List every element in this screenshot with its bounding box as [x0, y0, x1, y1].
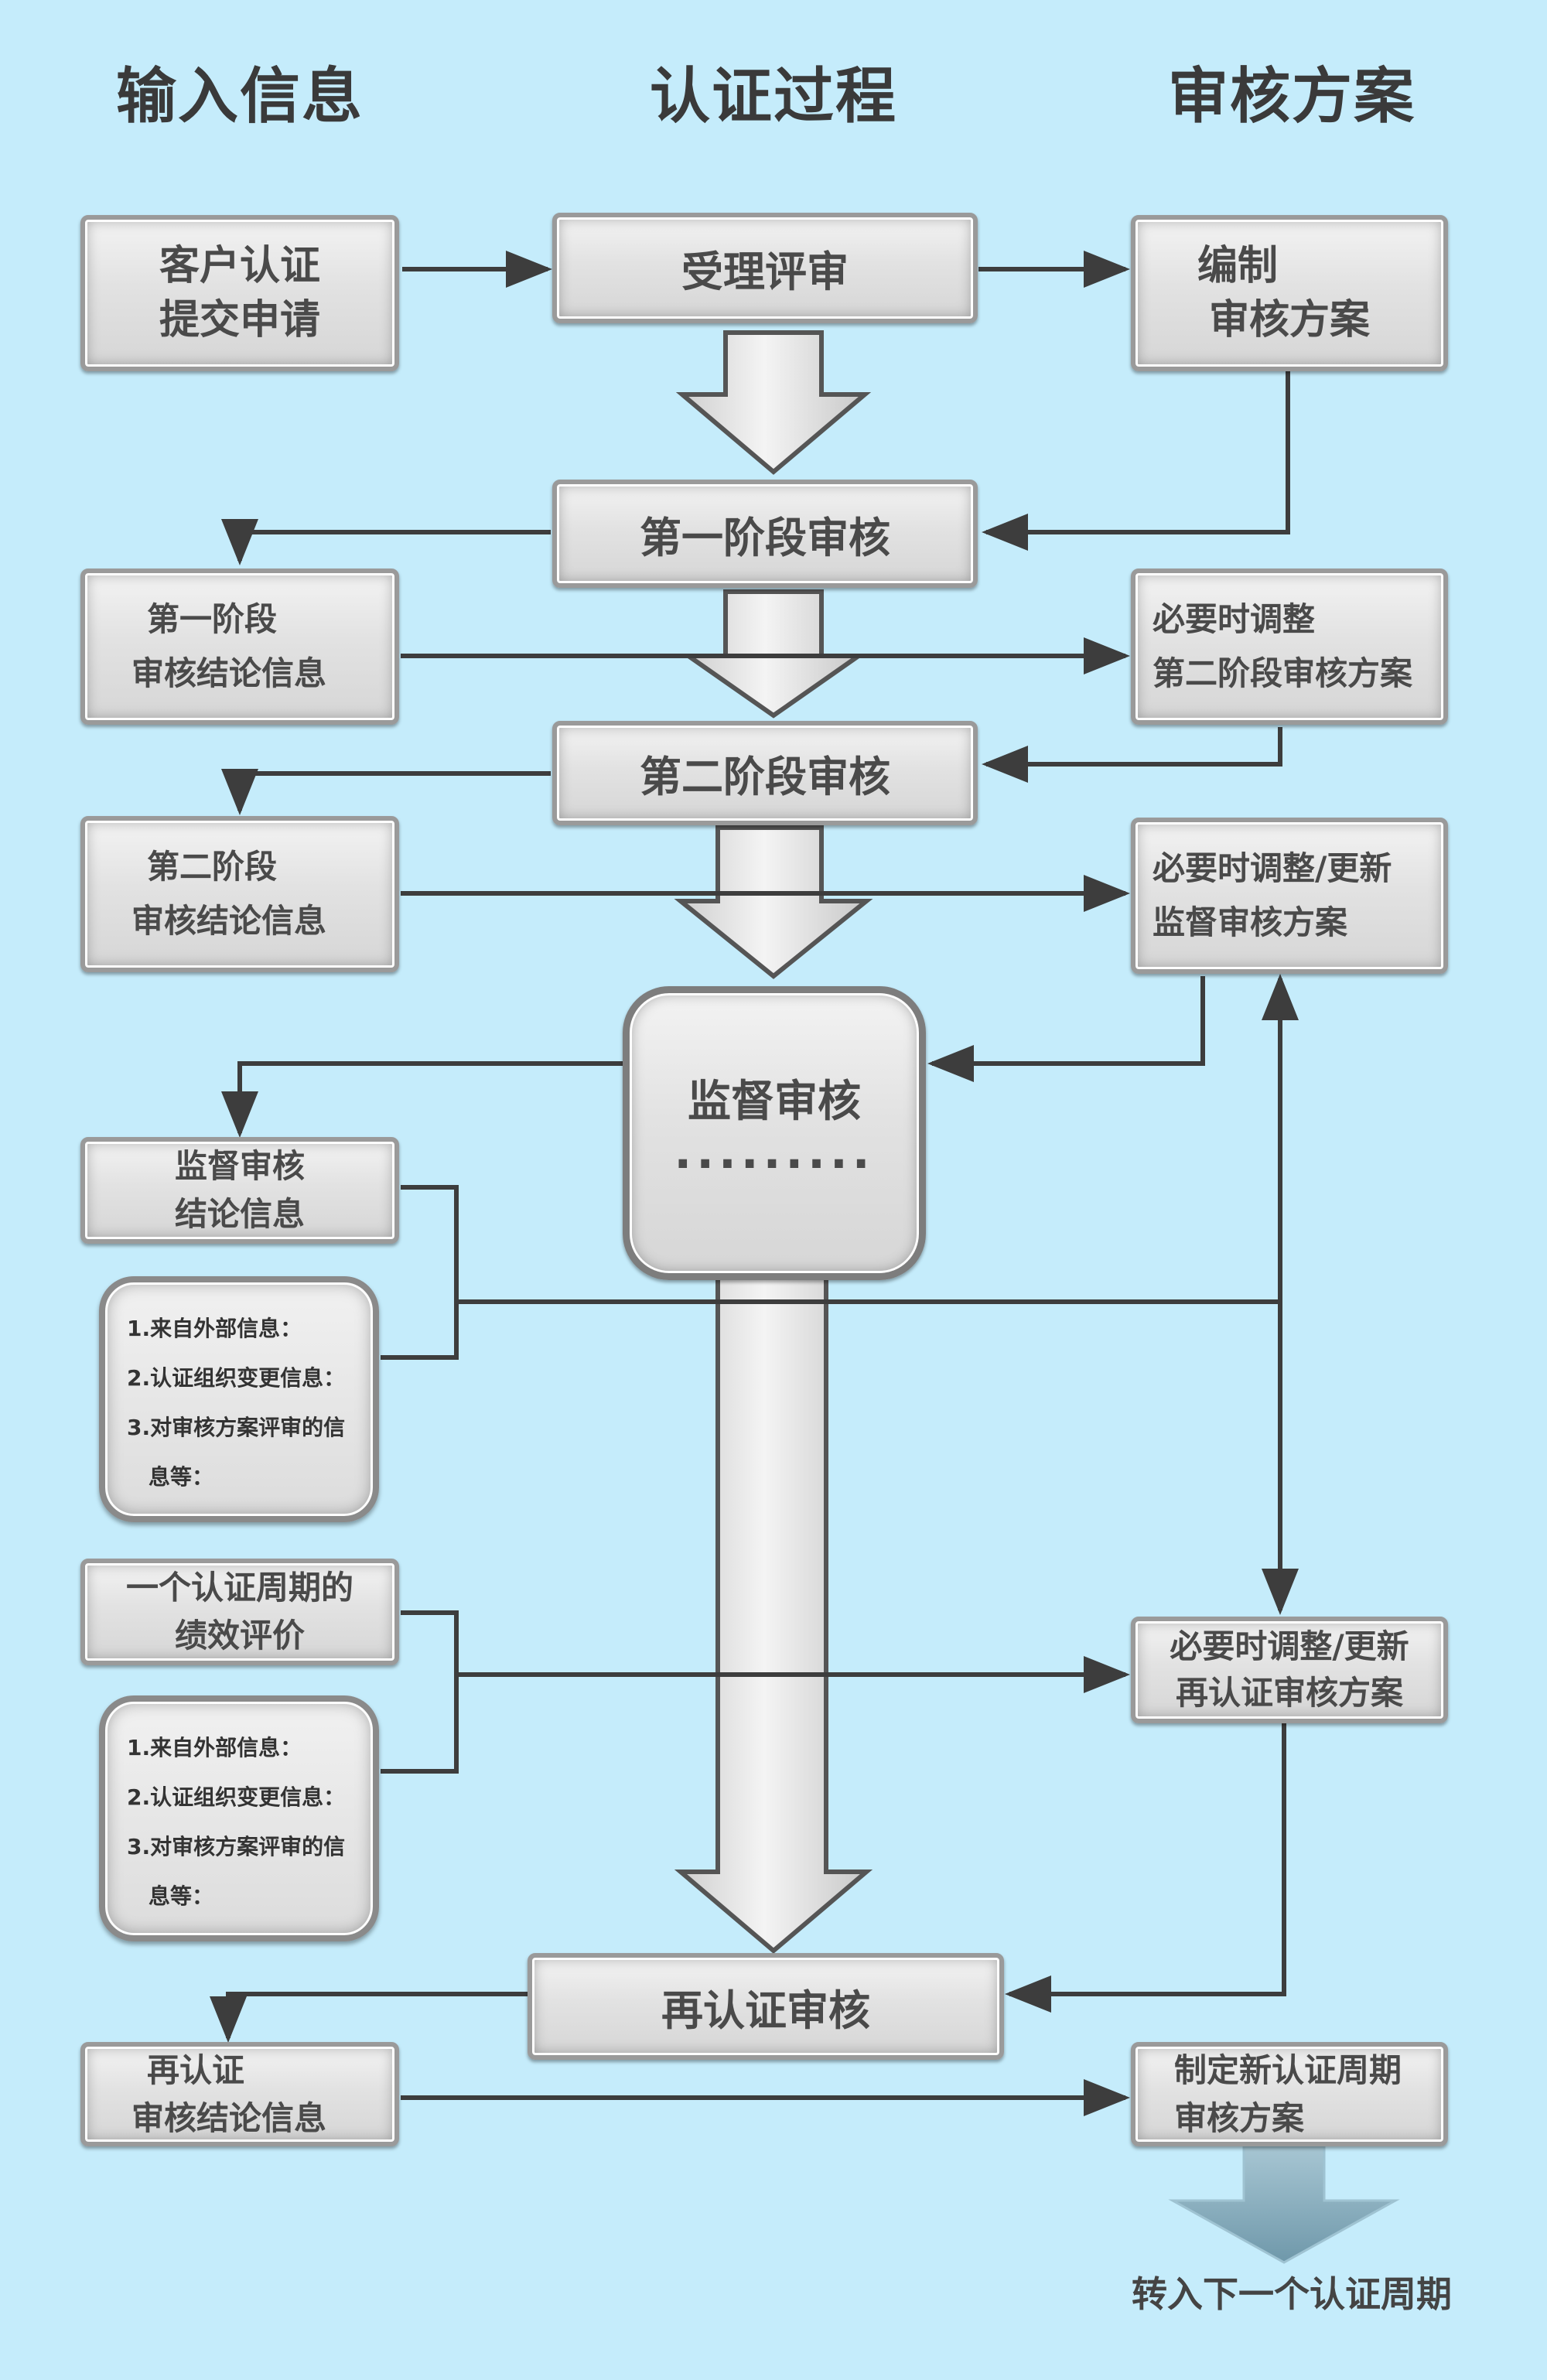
- box-line: 审核结论信息: [131, 654, 327, 692]
- note-line: 2.认证组织变更信息：: [127, 1365, 346, 1391]
- box-line: 编制: [1197, 243, 1279, 289]
- box-line: 监督审核: [688, 1077, 861, 1127]
- connector: [221, 519, 551, 565]
- note-info-sources-1: 1.来自外部信息： 2.认证组织变更信息： 3.对审核方案评审的信 息等：: [99, 1276, 379, 1522]
- connector: [381, 1610, 459, 1774]
- connector: [982, 371, 1290, 551]
- connector: [927, 976, 1205, 1082]
- box-new-cycle-plan: 制定新认证周期 审核方案: [1131, 2042, 1448, 2146]
- box-line: 必要时调整: [1153, 600, 1316, 638]
- box-line: 审核方案: [1174, 2098, 1305, 2137]
- box-line: 提交申请: [159, 297, 320, 343]
- box-surveillance-conclusion: 监督审核 结论信息: [80, 1137, 399, 1244]
- box-line: 再认证审核方案: [1175, 1674, 1403, 1712]
- connector: [210, 1992, 528, 2043]
- box-adjust-recert-plan: 必要时调整/更新 再认证审核方案: [1131, 1617, 1448, 1723]
- box-stage1-audit: 第一阶段审核: [552, 480, 978, 588]
- box-client-application: 客户认证 提交申请: [80, 215, 399, 371]
- box-adjust-surveillance-plan: 必要时调整/更新 监督审核方案: [1131, 818, 1448, 974]
- note-line: 息等：: [149, 1464, 214, 1490]
- box-compile-audit-plan: 编制 审核方案: [1131, 215, 1448, 371]
- box-line: 受理评审: [681, 248, 849, 296]
- next-cycle-arrow: [1168, 2145, 1400, 2264]
- note-info-sources-2: 1.来自外部信息： 2.认证组织变更信息： 3.对审核方案评审的信 息等：: [99, 1695, 379, 1941]
- box-dots: .........: [674, 1125, 875, 1180]
- connector: [1005, 1721, 1286, 2013]
- box-stage1-conclusion: 第一阶段 审核结论信息: [80, 569, 399, 725]
- box-line: 必要时调整/更新: [1170, 1627, 1409, 1665]
- note-line: 息等：: [149, 1883, 214, 1909]
- box-line: 第一阶段审核: [640, 513, 890, 562]
- note-line: 1.来自外部信息：: [127, 1316, 302, 1341]
- box-line: 第二阶段审核: [640, 753, 890, 801]
- box-line: 制定新认证周期: [1174, 2050, 1402, 2089]
- box-recert-audit: 再认证审核: [528, 1953, 1004, 2060]
- box-line: 审核方案: [1208, 297, 1370, 343]
- box-line: 绩效评价: [174, 1617, 305, 1654]
- box-acceptance-review: 受理评审: [552, 213, 978, 323]
- box-line: 一个认证周期的: [125, 1569, 353, 1607]
- box-recert-conclusion: 再认证 审核结论信息: [80, 2042, 399, 2146]
- box-line: 第二阶段审核方案: [1153, 654, 1413, 692]
- connector: [381, 1185, 459, 1360]
- box-surveillance-audit: 监督审核 .........: [623, 986, 926, 1280]
- connector: [221, 1061, 623, 1138]
- box-line: 审核结论信息: [131, 902, 327, 940]
- note-line: 2.认证组织变更信息：: [127, 1784, 346, 1810]
- box-line: 结论信息: [174, 1195, 305, 1233]
- box-cycle-performance: 一个认证周期的 绩效评价: [80, 1559, 399, 1665]
- connector: [221, 769, 551, 815]
- note-line: 3.对审核方案评审的信: [127, 1834, 346, 1859]
- next-cycle-label: 转入下一个认证周期: [1132, 2273, 1452, 2315]
- box-line: 客户认证: [159, 243, 320, 289]
- box-stage2-audit: 第二阶段审核: [552, 721, 978, 825]
- down-arrow-acceptance-to-stage1: [675, 330, 872, 475]
- box-stage2-conclusion: 第二阶段 审核结论信息: [80, 816, 399, 972]
- header-certification-process: 认证过程: [649, 62, 897, 131]
- header-audit-plan: 审核方案: [1167, 62, 1416, 131]
- box-line: 第一阶段: [147, 600, 278, 638]
- box-line: 再认证审核: [661, 1986, 870, 2035]
- box-line: 监督审核方案: [1153, 903, 1348, 941]
- down-arrow-stage2-to-surveillance: [674, 825, 873, 979]
- box-line: 再认证: [147, 2050, 245, 2089]
- box-line: 审核结论信息: [131, 2098, 327, 2137]
- box-line: 第二阶段: [147, 848, 278, 886]
- long-arrow-surveillance-to-recert: [674, 1274, 873, 1954]
- note-line: 1.来自外部信息：: [127, 1735, 302, 1760]
- header-input-info: 输入信息: [115, 62, 364, 131]
- box-line: 监督审核: [174, 1147, 305, 1185]
- box-line: 必要时调整/更新: [1153, 849, 1392, 887]
- note-line: 3.对审核方案评审的信: [127, 1415, 346, 1440]
- connector: [982, 727, 1282, 783]
- box-adjust-stage2-plan: 必要时调整 第二阶段审核方案: [1131, 569, 1448, 725]
